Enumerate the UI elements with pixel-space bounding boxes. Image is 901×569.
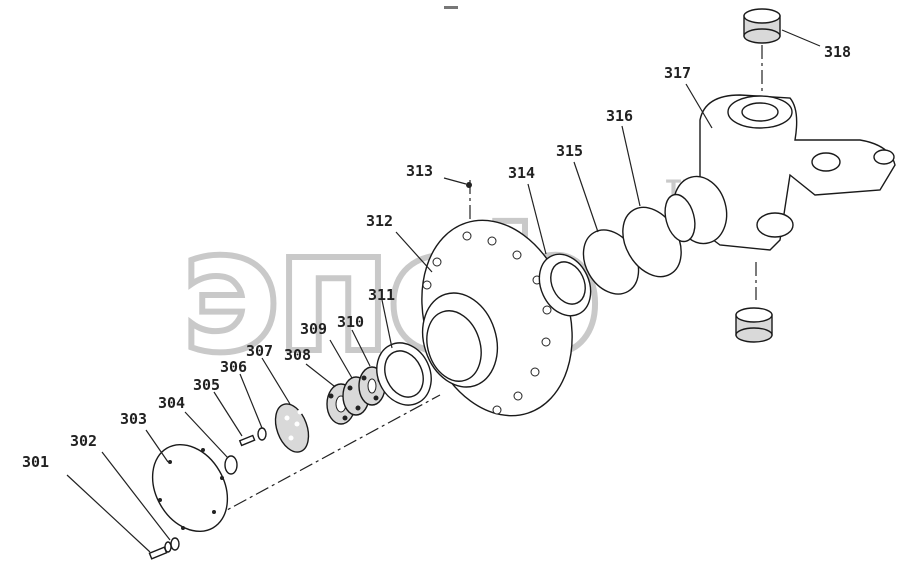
part-312-hub (421, 219, 573, 417)
part-302-washer (170, 537, 180, 551)
label-303: 303 (120, 410, 147, 428)
part-307-lockplate (274, 403, 310, 453)
label-316: 316 (606, 107, 633, 125)
part-304-ring (224, 455, 238, 475)
label-312: 312 (366, 212, 393, 230)
scan-artifact (444, 6, 458, 9)
label-309: 309 (300, 320, 327, 338)
label-308: 308 (284, 346, 311, 364)
label-313: 313 (406, 162, 433, 180)
part-303-cover (151, 443, 229, 533)
part-317-knuckle (664, 94, 896, 251)
label-307: 307 (246, 342, 273, 360)
label-310: 310 (337, 313, 364, 331)
label-314: 314 (508, 164, 535, 182)
part-306-washer (257, 427, 267, 441)
label-317: 317 (664, 64, 691, 82)
label-318: 318 (824, 43, 851, 61)
part-301-bolt (148, 541, 172, 560)
label-304: 304 (158, 394, 185, 412)
part-313-fastener (466, 182, 472, 188)
label-301: 301 (22, 453, 49, 471)
part-305-screw (238, 434, 256, 447)
label-315: 315 (556, 142, 583, 160)
label-305: 305 (193, 376, 220, 394)
label-306: 306 (220, 358, 247, 376)
part-314-bearing (538, 253, 592, 317)
leader-lines (66, 29, 821, 553)
part-318-bushing-top (743, 8, 781, 44)
part-318-bushing-bottom (735, 307, 773, 343)
label-311: 311 (368, 286, 395, 304)
label-302: 302 (70, 432, 97, 450)
part-311-bearing (376, 342, 432, 406)
part-labels: 301 302 303 304 305 306 307 308 309 310 … (22, 43, 851, 471)
